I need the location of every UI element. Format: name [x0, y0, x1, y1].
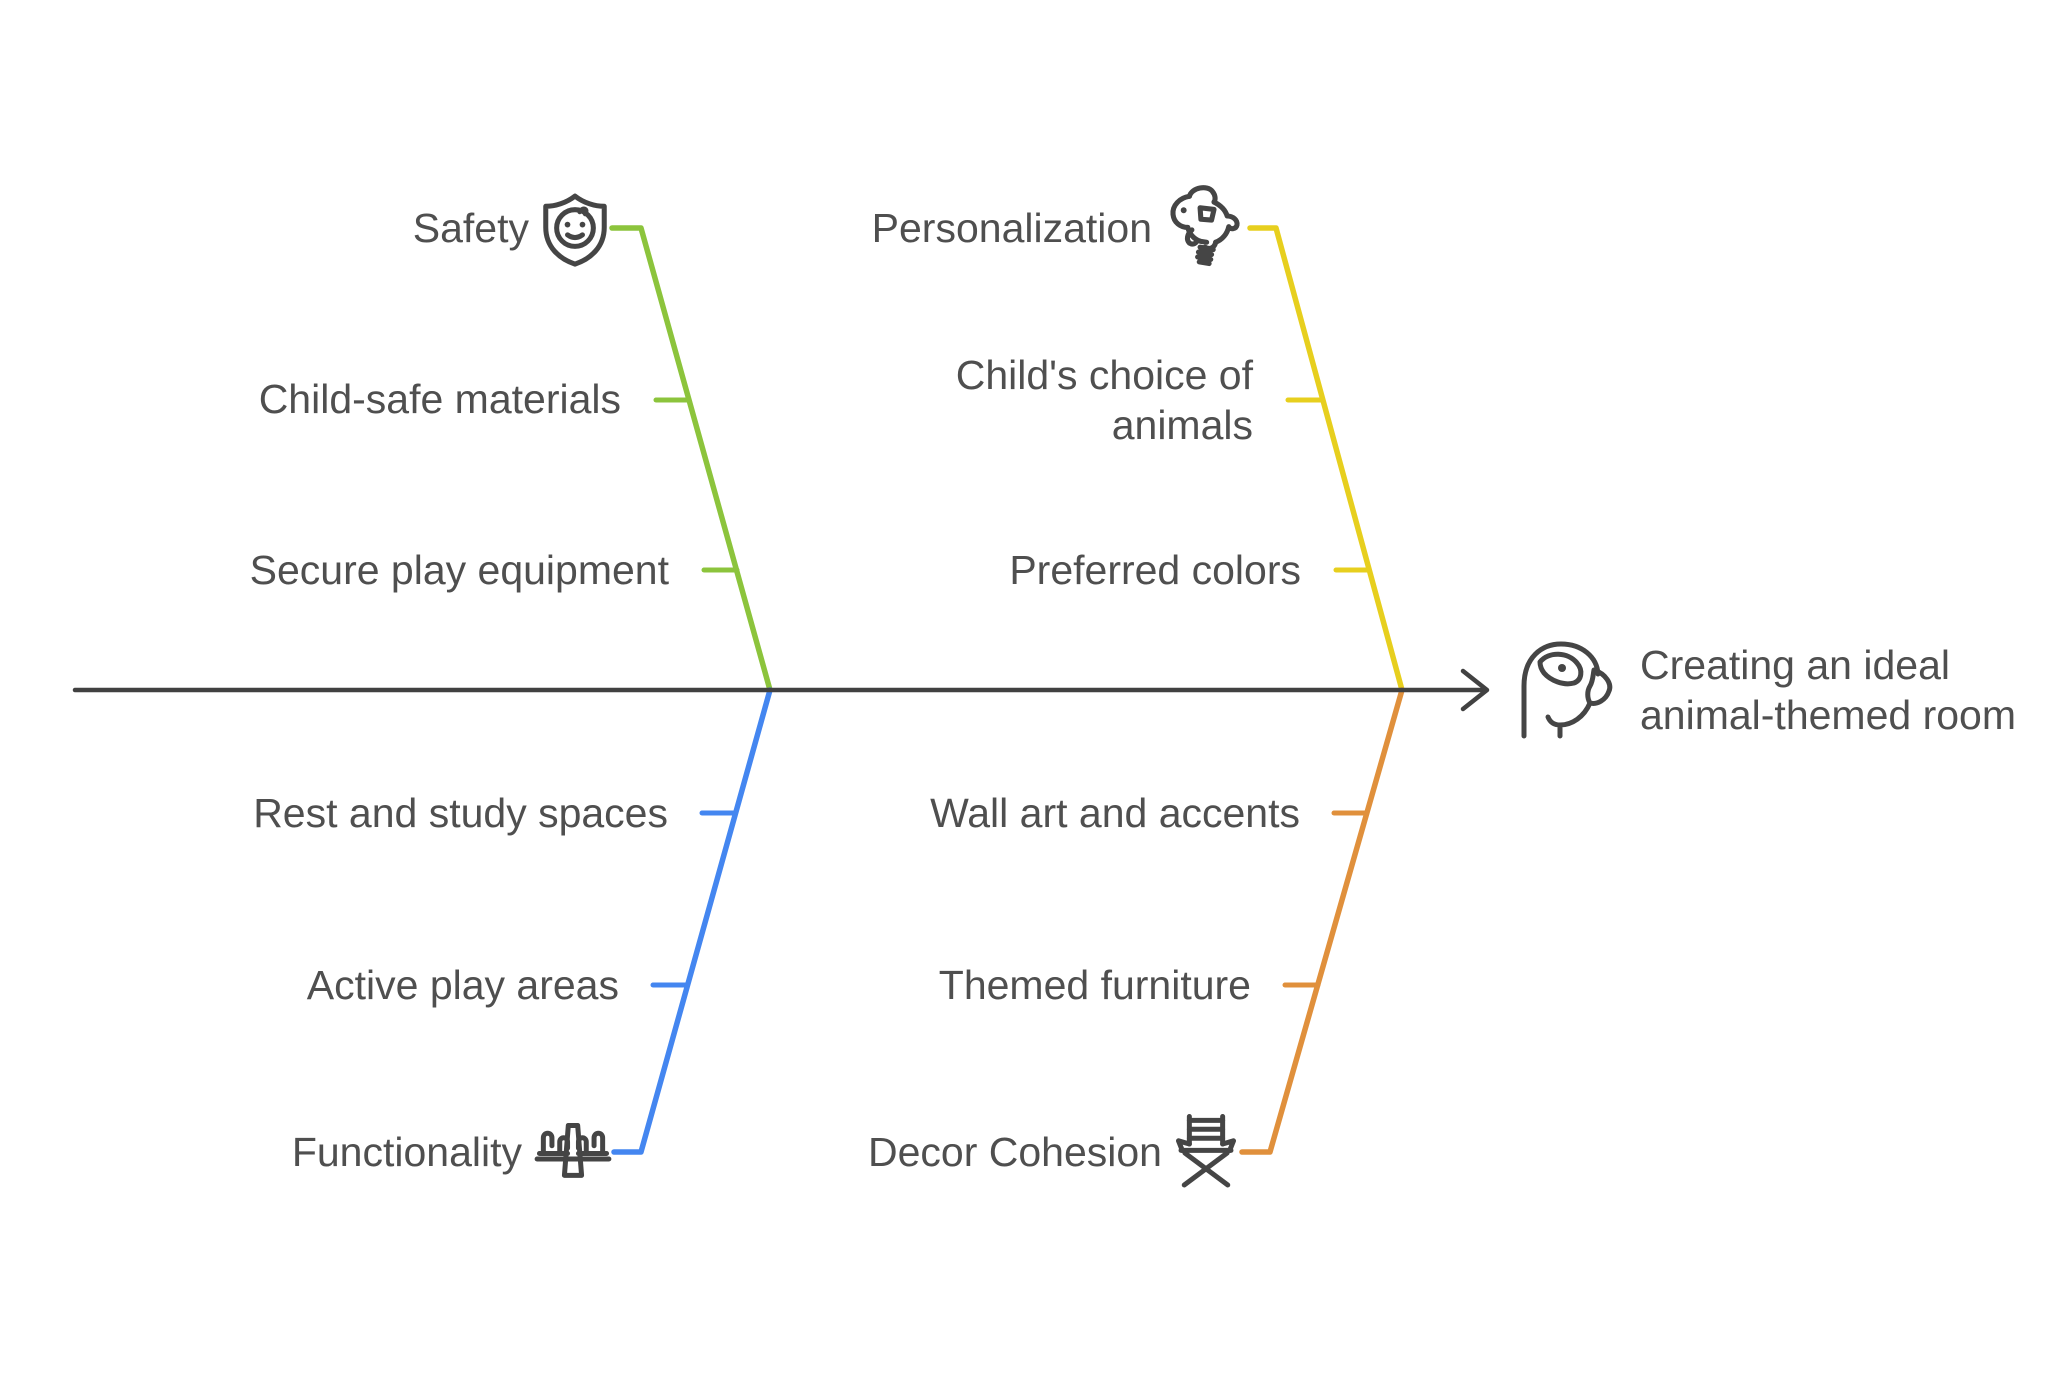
effect-label: Creating an ideal animal-themed room: [1640, 641, 2016, 738]
branch-label-safety: Safety: [412, 204, 529, 251]
cause-label-secure-play-equipment: Secure play equipment: [249, 546, 669, 593]
parrot-icon: [1521, 641, 1613, 739]
spine-arrowhead-icon: [1460, 668, 1490, 712]
branch-label-decor-cohesion: Decor Cohesion: [868, 1128, 1162, 1175]
cause-label-themed-furniture: Themed furniture: [938, 961, 1251, 1008]
branch-bone-decor-cohesion: [1239, 687, 1405, 1155]
cause-label-preferred-colors: Preferred colors: [1009, 546, 1301, 593]
cause-label-child-safe-materials: Child-safe materials: [258, 375, 621, 422]
cause-label-rest-and-study-spaces: Rest and study spaces: [253, 789, 668, 836]
cause-label-wall-art-and-accents: Wall art and accents: [930, 789, 1300, 836]
cause-label-childs-choice-of-animals: Child's choice of animals: [955, 351, 1253, 448]
branch-label-personalization: Personalization: [871, 204, 1152, 251]
director-chair-icon: [1175, 1113, 1237, 1188]
branch-bone-functionality: [611, 687, 773, 1155]
cause-label-active-play-areas: Active play areas: [306, 961, 619, 1008]
branch-bone-personalization: [1247, 225, 1405, 693]
seesaw-icon: [534, 1122, 612, 1178]
baby-shield-icon: [543, 193, 607, 267]
spring-rocking-horse-icon: [1170, 185, 1240, 267]
branch-label-functionality: Functionality: [291, 1128, 522, 1175]
branch-bone-safety: [609, 225, 773, 693]
